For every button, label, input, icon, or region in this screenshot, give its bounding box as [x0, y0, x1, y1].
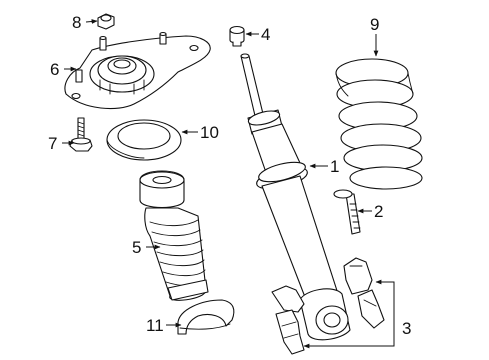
spring-insulator-ring-part	[106, 119, 182, 161]
callout-1: 1	[330, 157, 339, 176]
dust-boot-part	[139, 170, 209, 301]
lower-spring-seat-part	[177, 299, 235, 335]
callout-2: 2	[374, 202, 383, 221]
callout-7: 7	[48, 134, 57, 153]
callout-4: 4	[261, 25, 270, 44]
nut-part	[97, 13, 115, 30]
leader-8	[85, 19, 98, 24]
callout-11: 11	[146, 316, 164, 335]
callout-10: 10	[200, 123, 219, 142]
bump-cap-part	[229, 25, 245, 47]
strut-mount-part	[64, 31, 211, 110]
callout-5: 5	[132, 238, 141, 257]
callout-6: 6	[50, 60, 59, 79]
bracket-clips-part	[271, 257, 385, 355]
callout-labels: 8 6 7 10 4 9 1 2 5 11 3	[48, 13, 411, 338]
callout-9: 9	[370, 15, 379, 34]
callout-8: 8	[72, 13, 81, 32]
shock-absorber-part	[240, 53, 351, 341]
leader-lines	[62, 19, 395, 349]
bolt-long-part	[333, 189, 361, 235]
coil-spring-part	[335, 58, 423, 190]
callout-3: 3	[402, 319, 411, 338]
bolt-small-part	[69, 117, 93, 152]
